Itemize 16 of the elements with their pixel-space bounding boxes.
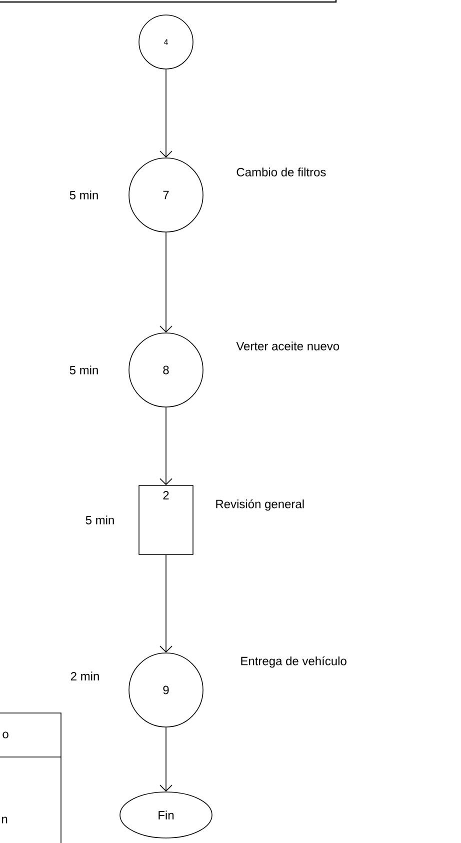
arrow xyxy=(160,69,172,158)
duration-label: 2 min xyxy=(70,672,99,680)
activity-label: Verter aceite nuevo xyxy=(236,342,340,350)
duration-label: 5 min xyxy=(70,366,98,374)
inspection-box: 2 xyxy=(138,485,194,555)
duration-label: 5 min xyxy=(70,190,98,200)
arrow xyxy=(160,407,172,486)
arrow xyxy=(160,727,172,792)
arrow xyxy=(160,554,172,653)
activity-label: Revisión general xyxy=(216,499,304,511)
arrow xyxy=(160,232,172,333)
activity-label: Entrega de vehículo xyxy=(241,656,346,668)
table-cell-text: n xyxy=(2,816,8,824)
duration-label: 5 min xyxy=(86,516,114,524)
activity-label: Cambio de filtros xyxy=(236,168,326,176)
table-cell-text: o xyxy=(2,732,8,738)
